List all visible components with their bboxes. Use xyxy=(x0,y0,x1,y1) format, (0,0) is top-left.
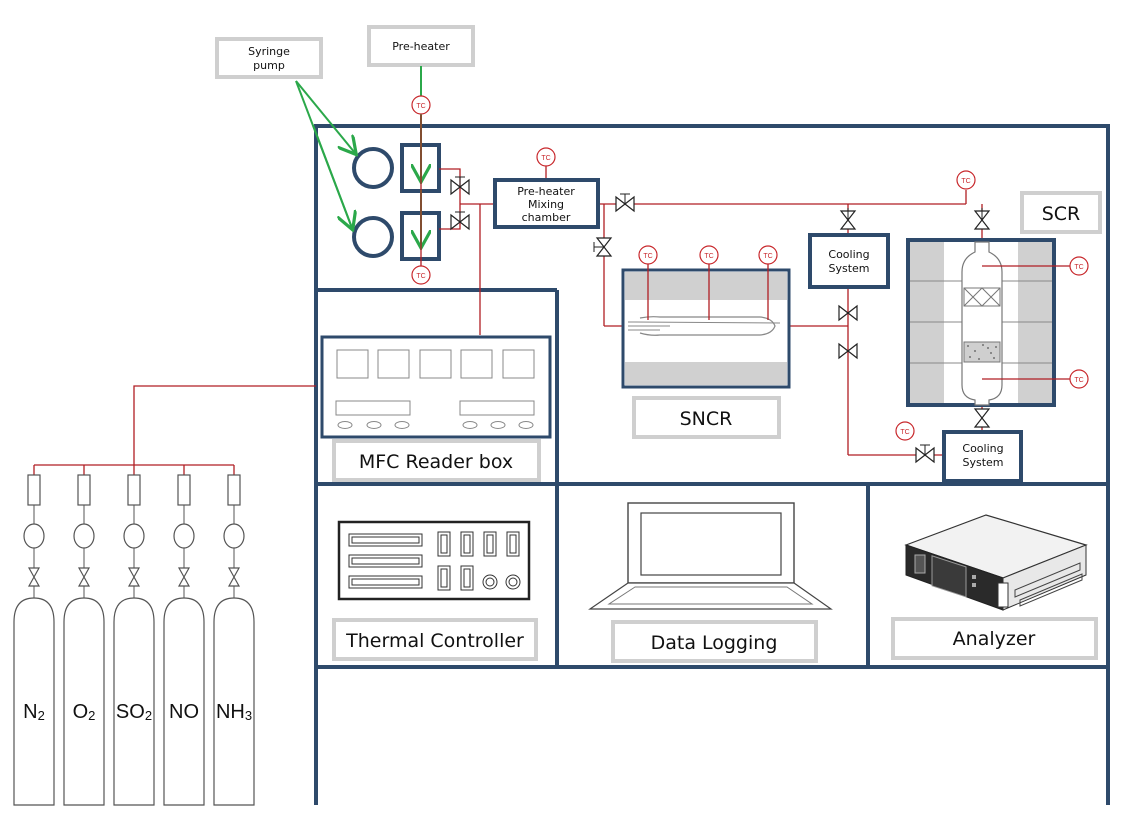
svg-text:SNCR: SNCR xyxy=(680,408,733,430)
svg-text:TC: TC xyxy=(643,253,652,260)
thermal-controller-label: Thermal Controller xyxy=(332,618,538,661)
valves xyxy=(450,176,991,464)
svg-text:System: System xyxy=(828,262,869,275)
mfc-reader-box xyxy=(320,335,552,439)
valve xyxy=(839,208,857,230)
mfc-reader-box-label: MFC Reader box xyxy=(332,439,541,482)
gas-label: O2 xyxy=(73,701,96,723)
thermal-controller xyxy=(337,520,531,601)
thermocouple-icon: TC xyxy=(1069,369,1089,389)
valve xyxy=(615,193,635,213)
thermocouple-icon: TC xyxy=(699,245,719,265)
svg-text:Analyzer: Analyzer xyxy=(953,628,1036,650)
scr-reactor xyxy=(906,238,1070,407)
svg-text:Pre-heater: Pre-heater xyxy=(392,40,450,53)
thermocouples: TC TC TC TC TC TC TC TC TC TC xyxy=(411,95,1089,441)
valve xyxy=(973,208,991,230)
svg-text:TC: TC xyxy=(416,273,425,280)
svg-text:TC: TC xyxy=(1074,377,1083,384)
pre-heater-label: Pre-heater xyxy=(367,25,475,67)
gas-cylinder: NO xyxy=(163,474,205,806)
svg-text:Cooling: Cooling xyxy=(828,248,869,261)
svg-text:Data Logging: Data Logging xyxy=(651,632,778,654)
valve xyxy=(593,237,613,257)
cooling-system-top: Cooling System xyxy=(808,233,890,289)
gas-cylinder: N2 xyxy=(13,474,55,806)
thermocouple-icon: TC xyxy=(638,245,658,265)
analyzer-icon xyxy=(904,514,1088,611)
gas-cylinders: N2 O2 SO2 NO NH3 xyxy=(13,474,255,806)
cooling-system-bottom: Cooling System xyxy=(942,430,1023,483)
piping xyxy=(33,115,983,475)
thermocouple-icon: TC xyxy=(758,245,778,265)
gas-cylinder: O2 xyxy=(63,474,105,806)
svg-text:Syringe: Syringe xyxy=(248,45,290,58)
svg-text:chamber: chamber xyxy=(522,211,571,224)
syringe-pump-label: Syringe pump xyxy=(215,37,323,79)
mixing-chamber: Pre-heater Mixing chamber xyxy=(493,178,600,229)
thermocouple-icon: TC xyxy=(411,265,431,285)
svg-text:Pre-heater: Pre-heater xyxy=(517,185,575,198)
thermocouple-icon: TC xyxy=(895,421,915,441)
valve xyxy=(450,211,470,231)
valve xyxy=(838,304,858,322)
gas-label: N2 xyxy=(23,701,45,723)
svg-text:TC: TC xyxy=(763,253,772,260)
svg-text:TC: TC xyxy=(704,253,713,260)
analyzer-label: Analyzer xyxy=(891,617,1098,660)
thermocouple-icon: TC xyxy=(411,95,431,115)
svg-text:TC: TC xyxy=(900,429,909,436)
enclosure-frame xyxy=(314,124,1110,805)
thermocouple-icon: TC xyxy=(956,170,976,190)
valve xyxy=(915,444,935,464)
svg-text:SCR: SCR xyxy=(1042,203,1081,225)
svg-text:Mixing: Mixing xyxy=(528,198,564,211)
gas-cylinder: SO2 xyxy=(113,474,155,806)
svg-text:Thermal Controller: Thermal Controller xyxy=(345,630,524,652)
gas-label: SO2 xyxy=(116,701,152,723)
gas-cylinder: NH3 xyxy=(213,474,255,806)
sncr-label: SNCR xyxy=(632,396,781,439)
syringe-1 xyxy=(352,143,441,193)
scr-label: SCR xyxy=(1020,191,1102,234)
valve xyxy=(973,408,991,428)
svg-text:TC: TC xyxy=(416,103,425,110)
thermocouple-icon: TC xyxy=(1069,256,1089,276)
valve xyxy=(838,342,858,360)
svg-text:pump: pump xyxy=(253,59,285,72)
svg-text:System: System xyxy=(962,456,1003,469)
sncr-reactor xyxy=(621,261,791,389)
svg-text:TC: TC xyxy=(961,178,970,185)
laptop-icon xyxy=(588,502,833,610)
svg-text:TC: TC xyxy=(1074,264,1083,271)
thermocouple-icon: TC xyxy=(536,147,556,167)
syringe-2 xyxy=(352,211,441,261)
gas-label: NO xyxy=(169,701,199,723)
valve xyxy=(450,176,470,196)
gas-label: NH3 xyxy=(216,701,252,723)
svg-text:Cooling: Cooling xyxy=(962,442,1003,455)
svg-text:MFC Reader box: MFC Reader box xyxy=(359,451,513,473)
data-logging-label: Data Logging xyxy=(611,620,818,663)
svg-text:TC: TC xyxy=(541,155,550,162)
